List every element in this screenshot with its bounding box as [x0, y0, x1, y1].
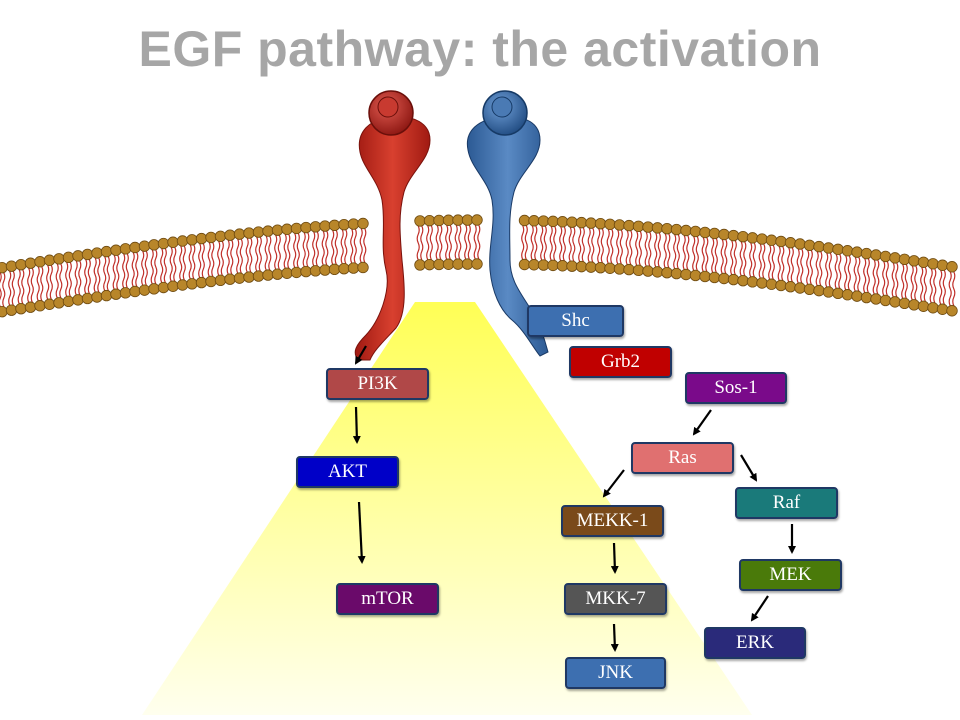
- node-jnk: JNK: [565, 657, 666, 689]
- arrow-ras-to-mekk1: [602, 469, 625, 498]
- arrow-receptor-to-pi3k: [354, 345, 367, 365]
- arrows: [352, 345, 796, 652]
- node-pi3k: PI3K: [326, 368, 429, 400]
- membrane-tails: [0, 224, 956, 307]
- node-mekk1: MEKK-1: [561, 505, 664, 537]
- node-akt: AKT: [296, 456, 399, 488]
- node-raf: Raf: [735, 487, 838, 519]
- membrane-heads: [0, 214, 958, 318]
- arrow-mkk7-to-jnk: [610, 623, 619, 652]
- page-title: EGF pathway: the activation: [138, 21, 822, 77]
- arrow-mek-to-erk: [750, 595, 769, 622]
- arrow-ras-to-raf: [740, 454, 758, 482]
- receptor-right: [466, 90, 549, 357]
- node-ras: Ras: [631, 442, 734, 474]
- arrow-pi3k-to-akt: [352, 406, 361, 444]
- node-mek: MEK: [739, 559, 842, 591]
- node-sos1: Sos-1: [685, 372, 787, 404]
- arrow-mekk1-to-mkk7: [610, 542, 619, 574]
- node-grb2: Grb2: [569, 346, 672, 378]
- receptor-left: [354, 90, 431, 361]
- node-erk: ERK: [704, 627, 806, 659]
- arrow-sos1-to-ras: [692, 409, 712, 436]
- arrow-akt-to-mtor: [357, 501, 366, 564]
- node-mtor: mTOR: [336, 583, 439, 615]
- node-shc: Shc: [527, 305, 624, 337]
- node-mkk7: MKK-7: [564, 583, 667, 615]
